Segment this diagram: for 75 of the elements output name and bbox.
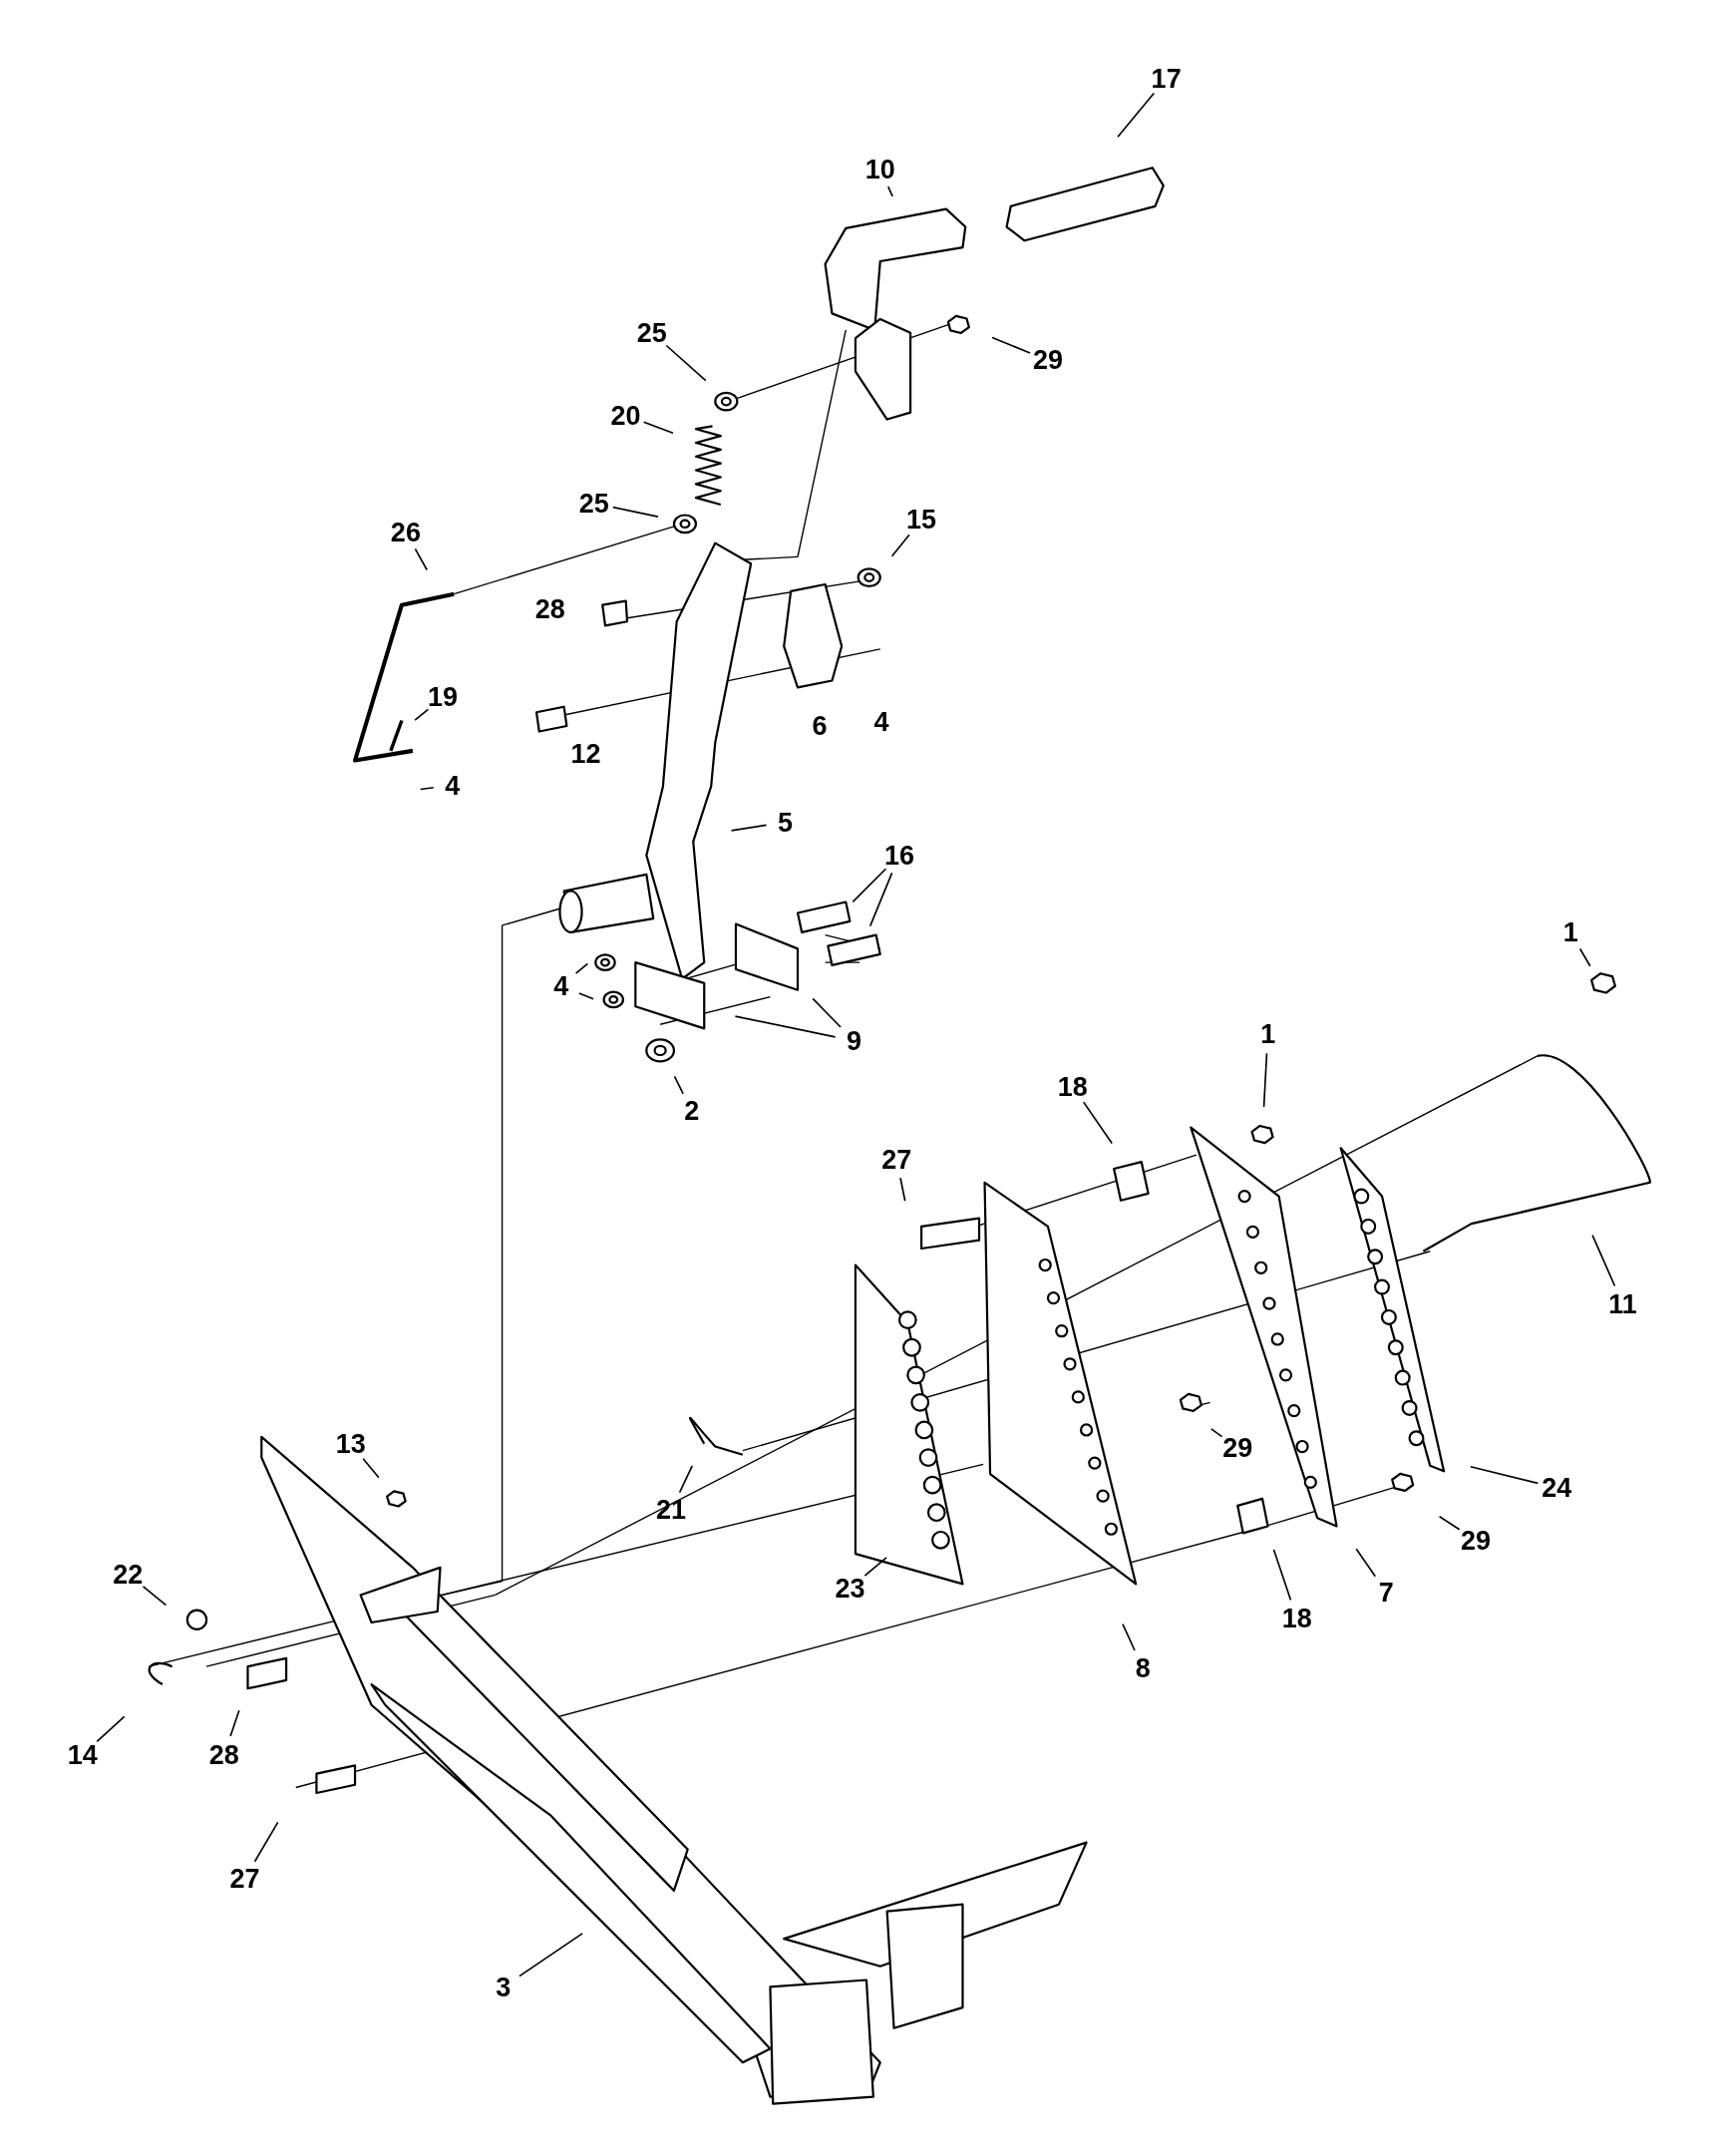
callout-number: 29: [1461, 1527, 1491, 1555]
callout-number: 26: [390, 519, 421, 546]
leader-line: [414, 708, 430, 722]
leader-line: [868, 872, 893, 927]
callout-number: 22: [113, 1561, 144, 1589]
callout-number: 16: [884, 842, 915, 870]
leader-line: [642, 421, 674, 434]
leader-line: [852, 868, 887, 903]
callout-number: 23: [835, 1575, 865, 1603]
leader-line: [414, 547, 428, 571]
leader-line: [812, 997, 842, 1028]
callout-number: 11: [1608, 1290, 1637, 1318]
leader-line: [991, 336, 1031, 354]
leader-line: [1262, 1052, 1268, 1108]
callout-number: 18: [1057, 1073, 1088, 1101]
callout-number: 12: [570, 740, 601, 768]
callout-number: 25: [636, 319, 667, 347]
leader-line: [1117, 92, 1156, 139]
callout-number: 20: [610, 402, 641, 430]
callout-number: 6: [812, 712, 828, 740]
leader-line: [899, 1177, 906, 1203]
leader-line: [229, 1709, 240, 1737]
callout-number: 14: [67, 1741, 98, 1769]
callout-number: 28: [534, 595, 565, 623]
callout-number: 3: [496, 1974, 512, 2001]
callout-number: 29: [1222, 1434, 1253, 1462]
leader-line: [1122, 1622, 1136, 1651]
callout-number: 18: [1281, 1605, 1312, 1632]
leader-line: [730, 824, 768, 832]
callout-number: 24: [1542, 1474, 1572, 1502]
leader-line: [886, 185, 893, 197]
leader-line: [574, 962, 589, 975]
callout-number: 21: [656, 1496, 687, 1524]
leader-line: [577, 992, 594, 1000]
leader-line: [1438, 1515, 1461, 1531]
callout-number: 27: [881, 1146, 912, 1174]
leader-line: [419, 786, 435, 791]
callout-number: 28: [208, 1741, 239, 1769]
callout-number: 1: [1260, 1020, 1276, 1048]
leader-line: [673, 1075, 684, 1095]
leader-line: [863, 1557, 887, 1577]
callout-number: 10: [864, 156, 895, 183]
callout-number: 29: [1033, 346, 1064, 374]
callout-number: 8: [1135, 1654, 1151, 1682]
callout-number: 1: [1562, 918, 1578, 946]
leader-line: [890, 534, 910, 557]
callout-number: 9: [847, 1027, 862, 1055]
callout-number: 13: [335, 1430, 366, 1458]
leader-line: [1082, 1101, 1114, 1145]
callout-number: 4: [445, 772, 461, 800]
callout-number: 17: [1151, 65, 1182, 93]
leader-line: [142, 1586, 168, 1607]
callout-number: 27: [229, 1865, 260, 1893]
callout-number: 15: [906, 506, 937, 534]
leader-line: [518, 1933, 583, 1977]
leader-line: [362, 1457, 380, 1479]
callout-number: 4: [873, 708, 889, 736]
callout-number: 4: [553, 972, 569, 1000]
callout-number: 7: [1378, 1579, 1394, 1607]
leader-line: [734, 1015, 837, 1038]
callout-number: 19: [428, 683, 459, 711]
leader-line: [1578, 947, 1591, 967]
leader-line: [96, 1715, 126, 1743]
callout-number: 5: [778, 809, 794, 837]
leader-line: [253, 1821, 279, 1863]
leader-line: [1209, 1428, 1223, 1438]
leader-line: [1272, 1549, 1292, 1602]
leader-line: [612, 506, 659, 518]
leader-line: [678, 1465, 694, 1494]
leader-line: [665, 344, 707, 382]
leader-line: [1355, 1548, 1377, 1578]
leader-line: [1470, 1465, 1540, 1485]
callout-number: 25: [578, 490, 609, 518]
callout-number: 2: [684, 1097, 700, 1125]
leader-line: [1591, 1234, 1616, 1287]
